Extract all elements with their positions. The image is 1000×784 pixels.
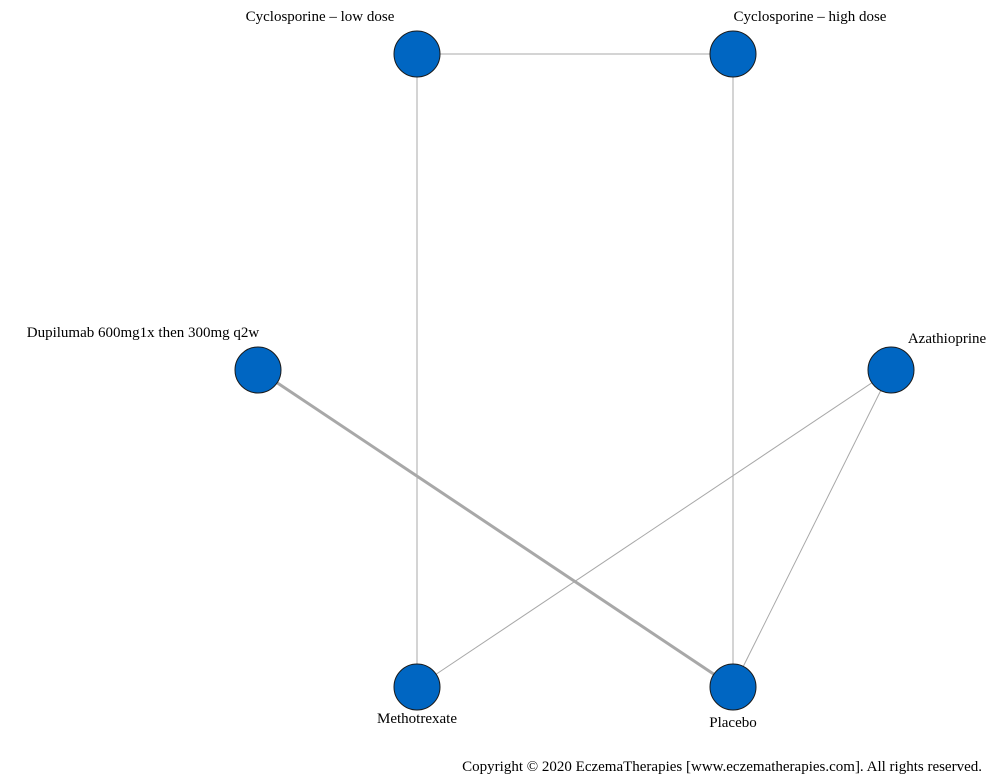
edges-layer <box>257 53 892 689</box>
node-label-azathioprine: Azathioprine <box>908 331 987 347</box>
node-methotrexate <box>393 663 441 711</box>
node-cyclo_high <box>709 30 757 78</box>
node-azathioprine <box>867 346 915 394</box>
nodes-layer <box>234 30 915 711</box>
node-dupilumab <box>234 346 282 394</box>
node-cyclo_low <box>393 30 441 78</box>
node-label-dupilumab: Dupilumab 600mg1x then 300mg q2w <box>27 325 260 341</box>
edge-azathioprine-placebo <box>732 369 892 688</box>
edge-dupilumab-placebo <box>257 368 734 689</box>
node-placebo <box>709 663 757 711</box>
node-label-cyclo_low: Cyclosporine – low dose <box>246 9 395 25</box>
edge-azathioprine-methotrexate <box>416 369 892 688</box>
node-label-placebo: Placebo <box>709 715 756 731</box>
node-label-methotrexate: Methotrexate <box>377 711 457 727</box>
node-label-cyclo_high: Cyclosporine – high dose <box>734 9 887 25</box>
copyright-notice: Copyright © 2020 EczemaTherapies [www.ec… <box>462 759 982 775</box>
labels-layer: Cyclosporine – low dose Cyclosporine – hi… <box>27 9 987 731</box>
